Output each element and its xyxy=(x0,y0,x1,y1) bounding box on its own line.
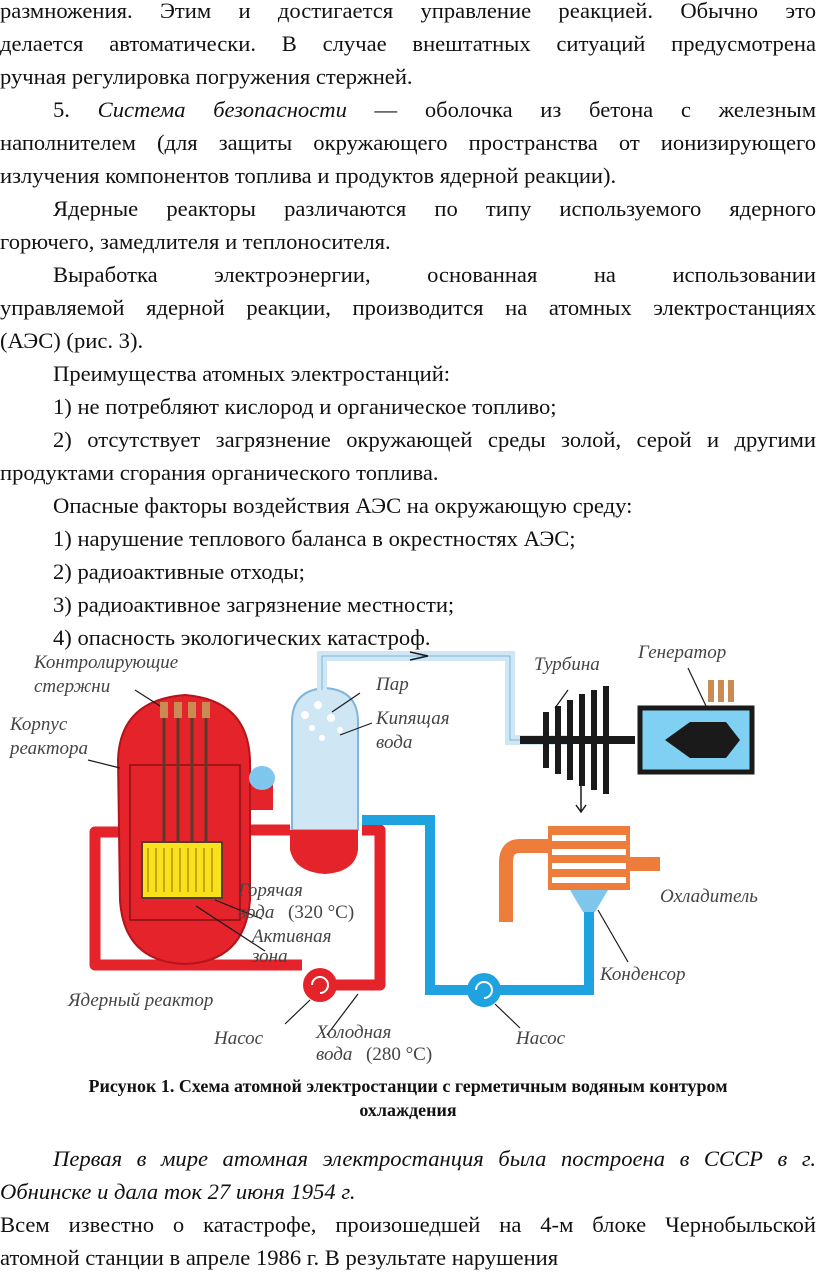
list-item: 3) радиоактивное загрязнение местности; xyxy=(53,592,455,617)
label-turbine: Турбина xyxy=(534,654,600,675)
label-cold-temp: (280 °С) xyxy=(366,1044,432,1065)
list-item: 4) опасность экологических катастроф. xyxy=(53,625,431,650)
label-control-rods: Контролирующие xyxy=(33,652,178,673)
text-line: излучения компонентов топлива и продукто… xyxy=(0,163,617,188)
text-line: Ядерные реакторы различаются по типу исп… xyxy=(53,196,816,221)
label-hot-temp: (320 °С) xyxy=(288,902,354,923)
pump-right xyxy=(467,973,501,1007)
control-rod-heads xyxy=(160,702,210,718)
label-vessel: Корпус xyxy=(9,714,68,735)
list-item: 1) не потребляют кислород и органическое… xyxy=(53,394,557,419)
label-pump-left: Насос xyxy=(213,1028,264,1049)
leader-lines xyxy=(87,667,707,1036)
text-line: 5. Система безопасности — оболочка из бе… xyxy=(53,94,816,127)
flow-arrows xyxy=(409,651,587,814)
label-generator: Генератор xyxy=(637,642,726,663)
text-line: Опасные факторы воздействия АЭС на окруж… xyxy=(53,493,633,518)
pump-left xyxy=(303,968,337,1002)
text-line: делается автоматически. В случае внештат… xyxy=(0,31,816,56)
text-line: Выработка электроэнергии, основанная на … xyxy=(53,262,816,287)
figure-caption: Рисунок 1. Схема атомной электростанции … xyxy=(88,1076,728,1096)
steam-generator xyxy=(290,686,359,874)
label-condenser: Конденсор xyxy=(599,964,685,985)
label-reactor: Ядерный реактор xyxy=(67,990,213,1011)
text-line: ручная регулировка погружения стержней. xyxy=(0,64,413,89)
list-item: 2) отсутствует загрязнение окружающей ср… xyxy=(53,427,816,452)
text-line: размножения. Этим и достигается управлен… xyxy=(0,0,816,23)
control-rods xyxy=(162,712,208,860)
list-number: 5. xyxy=(53,97,98,122)
list-item: 1) нарушение теплового баланса в окрестн… xyxy=(53,526,576,551)
italic-line: Обнинске и дала ток 27 июня 1954 г. xyxy=(0,1179,356,1204)
text-line: горючего, замедлителя и теплоносителя. xyxy=(0,229,391,254)
label-steam: Пар xyxy=(375,674,409,695)
label-hot-water: вода xyxy=(238,902,274,923)
text-fragment: — оболочка из бетона с железным xyxy=(346,97,816,122)
figure-caption: охлаждения xyxy=(359,1100,457,1120)
label-core: Активная xyxy=(250,926,331,947)
label-core: зона xyxy=(251,946,288,967)
label-cold-water: Холодная xyxy=(315,1022,391,1043)
label-boiling-water: вода xyxy=(376,732,412,753)
italic-line: Первая в мире атомная электростанция был… xyxy=(53,1146,816,1171)
label-hot-water: Горячая xyxy=(237,880,303,901)
feedwater-pipe xyxy=(362,815,594,995)
list-item: 2) радиоактивные отходы; xyxy=(53,559,305,584)
text-line: Преимущества атомных электростанций: xyxy=(53,361,451,386)
label-control-rods: стержни xyxy=(34,676,110,697)
text-line: атомной станции в апреле 1986 г. В резул… xyxy=(0,1245,559,1270)
text-line: Всем известно о катастрофе, произошедшей… xyxy=(0,1212,816,1237)
active-core xyxy=(141,841,223,899)
condenser xyxy=(499,826,660,922)
label-vessel: реактора xyxy=(8,738,88,759)
label-pump-right: Насос xyxy=(515,1028,566,1049)
turbine xyxy=(520,686,635,794)
label-cold-water: вода xyxy=(316,1044,352,1065)
npp-diagram: Контролирующие стержни Корпус реактора П… xyxy=(8,642,758,1065)
text-line: (АЭС) (рис. 3). xyxy=(0,328,144,353)
label-boiling-water: Кипящая xyxy=(375,708,450,729)
text-line: управляемой ядерной реакции, производитс… xyxy=(0,295,816,320)
text-line: продуктами сгорания органического топлив… xyxy=(0,460,439,485)
term-safety-system: Система безопасности xyxy=(97,97,347,122)
generator xyxy=(635,680,755,775)
text-line: наполнителем (для защиты окружающего про… xyxy=(0,130,816,155)
label-coolant: Охладитель xyxy=(660,886,758,907)
